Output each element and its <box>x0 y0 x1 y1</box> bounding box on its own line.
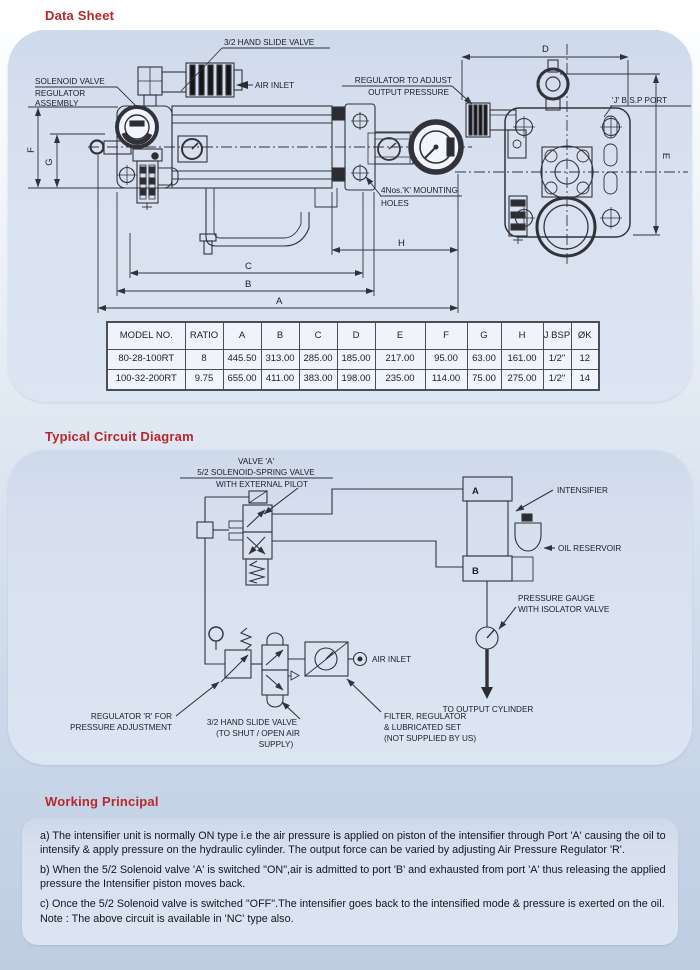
table-header-cell: F <box>424 321 468 350</box>
table-header-cell: ØK <box>570 321 600 350</box>
dim-d: D <box>542 44 549 55</box>
valve-a-label-3: WITH EXTERNAL PILOT <box>216 480 308 489</box>
intensifier-port-b <box>462 555 513 582</box>
frl-label-2: & LUBRICATED SET <box>384 723 461 732</box>
table-cell: 1/2" <box>542 349 572 370</box>
dimension-lines <box>28 54 660 313</box>
table-header-cell: D <box>336 321 376 350</box>
dim-e: E <box>660 153 671 159</box>
table-cell: 63.00 <box>466 349 502 370</box>
table-header-cell: E <box>374 321 426 350</box>
table-cell: 114.00 <box>424 369 468 391</box>
circuit-heading: Typical Circuit Diagram <box>45 429 194 444</box>
table-cell: 80-28-100RT <box>106 349 186 370</box>
working-point-b: b) When the 5/2 Solenoid valve 'A' is sw… <box>40 864 666 891</box>
table-cell: 100-32-200RT <box>106 369 186 391</box>
table-cell: 383.00 <box>298 369 338 391</box>
regulator-r-label-2: PRESSURE ADJUSTMENT <box>70 723 172 732</box>
slide-valve-label: 3/2 HAND SLIDE VALVE <box>224 38 315 47</box>
table-cell: 235.00 <box>374 369 426 391</box>
end-view <box>455 44 688 264</box>
table-header-row: MODEL NO. RATIO A B C D E F G H J BSP ØK <box>106 321 600 350</box>
frl-label-3: (NOT SUPPLIED BY US) <box>384 734 476 743</box>
table-cell: 198.00 <box>336 369 376 391</box>
table-cell: 217.00 <box>374 349 426 370</box>
to-output-label: TO OUTPUT CYLINDER <box>443 705 534 714</box>
port-b-label: B <box>472 566 479 577</box>
dim-g: G <box>44 158 55 165</box>
port-a-label: A <box>472 486 479 497</box>
output-regulator-label-2: OUTPUT PRESSURE <box>368 88 449 97</box>
slide-valve-circuit-label-2: (TO SHUT / OPEN AIR <box>216 729 300 738</box>
intensifier-port-a <box>462 476 513 502</box>
table-cell: 12 <box>570 349 600 370</box>
table-cell: 9.75 <box>184 369 224 391</box>
page-title: Data Sheet <box>45 8 115 23</box>
table-cell: 95.00 <box>424 349 468 370</box>
table-row: 100-32-200RT 9.75 655.00 411.00 383.00 1… <box>106 369 600 391</box>
circuit-panel <box>8 450 692 765</box>
working-point-c: c) Once the 5/2 Solenoid valve is switch… <box>40 898 665 911</box>
pressure-gauge-label-1: PRESSURE GAUGE <box>518 594 595 603</box>
table-cell: 185.00 <box>336 349 376 370</box>
circuit-air-inlet-label: AIR INLET <box>372 655 411 664</box>
valve-a-label-1: VALVE 'A' <box>238 457 274 466</box>
pressure-gauge-label-2: WITH ISOLATOR VALVE <box>518 605 610 614</box>
table-cell: 411.00 <box>260 369 300 391</box>
table-row: 80-28-100RT 8 445.50 313.00 285.00 185.0… <box>106 349 600 370</box>
working-note: Note : The above circuit is available in… <box>40 913 294 926</box>
table-cell: 655.00 <box>222 369 262 391</box>
table-cell: 14 <box>570 369 600 391</box>
working-panel <box>22 818 678 945</box>
table-header-cell: A <box>222 321 262 350</box>
table-header-cell: H <box>500 321 544 350</box>
working-principal-text: a) The intensifier unit is normally ON t… <box>22 818 678 945</box>
table-cell: 8 <box>184 349 224 370</box>
regulator-r-label-1: REGULATOR 'R' FOR <box>91 712 172 721</box>
bsp-port-label: 'J' B.S.P PORT <box>612 96 667 105</box>
circuit-labels: VALVE 'A' 5/2 SOLENOID-SPRING VALVE WITH… <box>70 457 621 749</box>
table-header-cell: J BSP <box>542 321 572 350</box>
table-header-cell: RATIO <box>184 321 224 350</box>
dim-b: B <box>245 279 251 290</box>
table-cell: 161.00 <box>500 349 544 370</box>
dim-c: C <box>245 261 252 272</box>
valve-a-label-2: 5/2 SOLENOID-SPRING VALVE <box>197 468 315 477</box>
dim-f: F <box>26 147 37 153</box>
table-cell: 445.50 <box>222 349 262 370</box>
circuit-diagram <box>175 476 555 720</box>
output-regulator-label-1: REGULATOR TO ADJUST <box>355 76 452 85</box>
oil-reservoir-label: OIL RESERVOIR <box>558 544 621 553</box>
table-cell: 313.00 <box>260 349 300 370</box>
dim-a: A <box>276 296 283 307</box>
dim-h: H <box>398 238 405 249</box>
intensifier-label: INTENSIFIER <box>557 486 608 495</box>
frl-label-1: FILTER, REGULATOR <box>384 712 466 721</box>
table-header-cell: B <box>260 321 300 350</box>
mounting-holes-label-1: 4Nos.'K' MOUNTING <box>381 186 458 195</box>
table-header-cell: C <box>298 321 338 350</box>
table-header-cell: MODEL NO. <box>106 321 186 350</box>
working-point-a: a) The intensifier unit is normally ON t… <box>40 830 666 857</box>
table-cell: 75.00 <box>466 369 502 391</box>
slide-valve-circuit-label-1: 3/2 HAND SLIDE VALVE <box>207 718 298 727</box>
working-heading: Working Principal <box>45 794 159 809</box>
solenoid-label-2: REGULATOR <box>35 89 85 98</box>
solenoid-label-1: SOLENOID VALVE <box>35 77 105 86</box>
air-inlet-label: AIR INLET <box>255 81 294 90</box>
mounting-holes-label-2: HOLES <box>381 199 409 208</box>
solenoid-label-3: ASSEMBLY <box>35 99 79 108</box>
table-header-cell: G <box>466 321 502 350</box>
table-cell: 285.00 <box>298 349 338 370</box>
table-cell: 275.00 <box>500 369 544 391</box>
dimension-table: MODEL NO. RATIO A B C D E F G H J BSP ØK… <box>106 321 600 391</box>
table-cell: 1/2" <box>542 369 572 391</box>
drawing-labels: 3/2 HAND SLIDE VALVE AIR INLET SOLENOID … <box>26 38 691 307</box>
slide-valve-circuit-label-3: SUPPLY) <box>259 740 294 749</box>
